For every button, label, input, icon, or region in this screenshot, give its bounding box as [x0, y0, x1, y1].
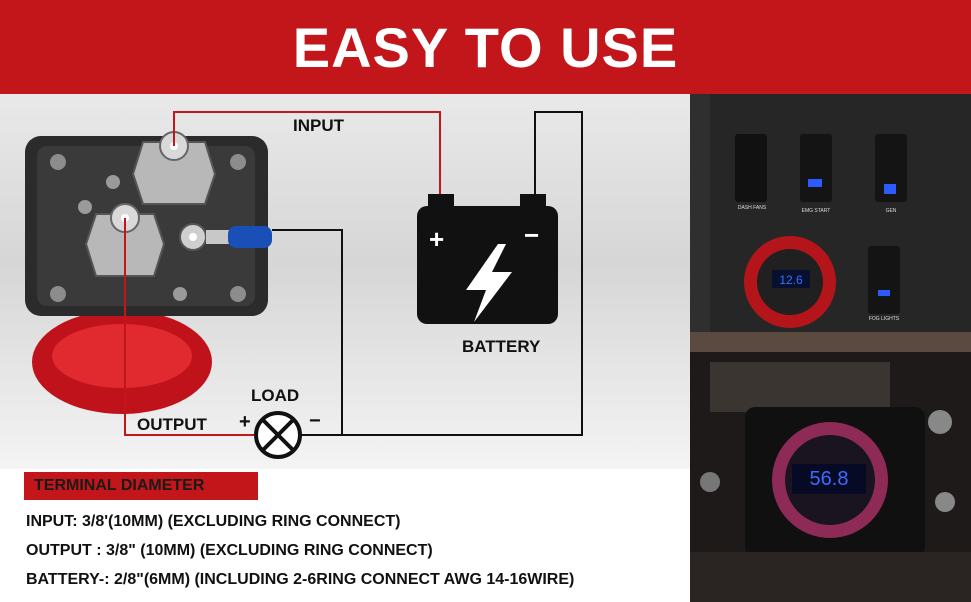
input-label: INPUT	[293, 116, 344, 135]
spec-line-output: OUTPUT : 3/8" (10MM) (EXCLUDING RING CON…	[26, 542, 433, 559]
page-title: EASY TO USE	[292, 15, 679, 79]
input-wire	[173, 111, 441, 194]
input-stud	[131, 141, 217, 205]
battery-neg-wire	[342, 111, 583, 436]
output-wire	[124, 218, 255, 436]
switch-label-3: FOG LIGHTS	[869, 316, 900, 322]
top-voltage-reading: 12.6	[779, 273, 803, 287]
neg-wire	[272, 229, 343, 436]
battery-minus-label: −	[524, 220, 540, 250]
switch-label-1: EMG START	[802, 208, 831, 214]
switch-label-0: DASH FANS	[738, 205, 767, 211]
battery-label: BATTERY	[462, 337, 541, 356]
load-label: LOAD	[251, 386, 300, 405]
battery-plus-label: +	[429, 224, 445, 254]
spec-heading-box: TERMINAL DIAMETER	[24, 472, 258, 500]
spec-line-battery: BATTERY-: 2/8"(6MM) (INCLUDING 2-6RING C…	[26, 571, 575, 588]
lightning-bolt-icon	[466, 244, 512, 322]
switch-label-2: GEN	[886, 208, 897, 214]
load-plus-label: +	[239, 411, 251, 433]
wiring-diagram: + −	[0, 94, 690, 469]
spec-line-input: INPUT: 3/8'(10MM) (EXCLUDING RING CONNEC…	[26, 513, 401, 530]
ring-connector	[206, 230, 234, 244]
load-minus-label: −	[309, 410, 321, 432]
battery-post-pos	[428, 194, 454, 208]
bottom-voltage-reading: 56.8	[810, 468, 849, 490]
battery-post-neg	[520, 194, 546, 208]
installed-switch-photo: 56.8	[690, 352, 971, 602]
output-label: OUTPUT	[137, 415, 207, 434]
wiring-diagram-svg	[25, 111, 583, 459]
dashboard-photo: 12.6 DASH FANS EMG START GEN FOG LIGHTS	[690, 94, 971, 352]
spec-heading: TERMINAL DIAMETER	[34, 477, 205, 494]
header-banner: EASY TO USE	[0, 0, 971, 94]
